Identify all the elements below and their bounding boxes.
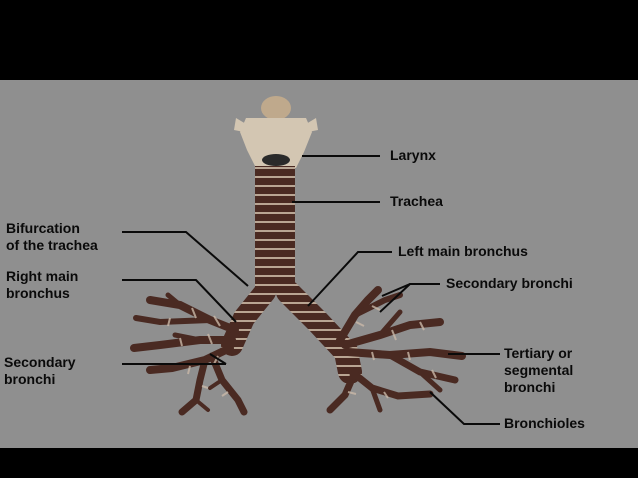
- label-tertiary-bronchi: Tertiary or segmental bronchi: [504, 345, 574, 395]
- label-secondary-bronchi-left: Secondary bronchi: [446, 275, 573, 291]
- diagram-panel: [0, 80, 638, 448]
- label-trachea: Trachea: [390, 193, 443, 209]
- right-branch-stripes: [167, 307, 229, 397]
- trachea-shape: [255, 166, 295, 294]
- label-bifurcation: Bifurcation of the trachea: [6, 220, 98, 253]
- left-branch-stripes: [347, 305, 437, 399]
- label-right-main-bronchus: Right main bronchus: [6, 268, 79, 301]
- main-bronchi-shape: [221, 280, 362, 384]
- label-secondary-bronchi-right: Secondary bronchi: [4, 354, 76, 387]
- label-left-main-bronchus: Left main bronchus: [398, 243, 528, 259]
- label-bronchioles: Bronchioles: [504, 415, 585, 431]
- leader-lines: [122, 155, 500, 425]
- larynx-shape: [234, 96, 318, 168]
- label-larynx: Larynx: [390, 147, 436, 163]
